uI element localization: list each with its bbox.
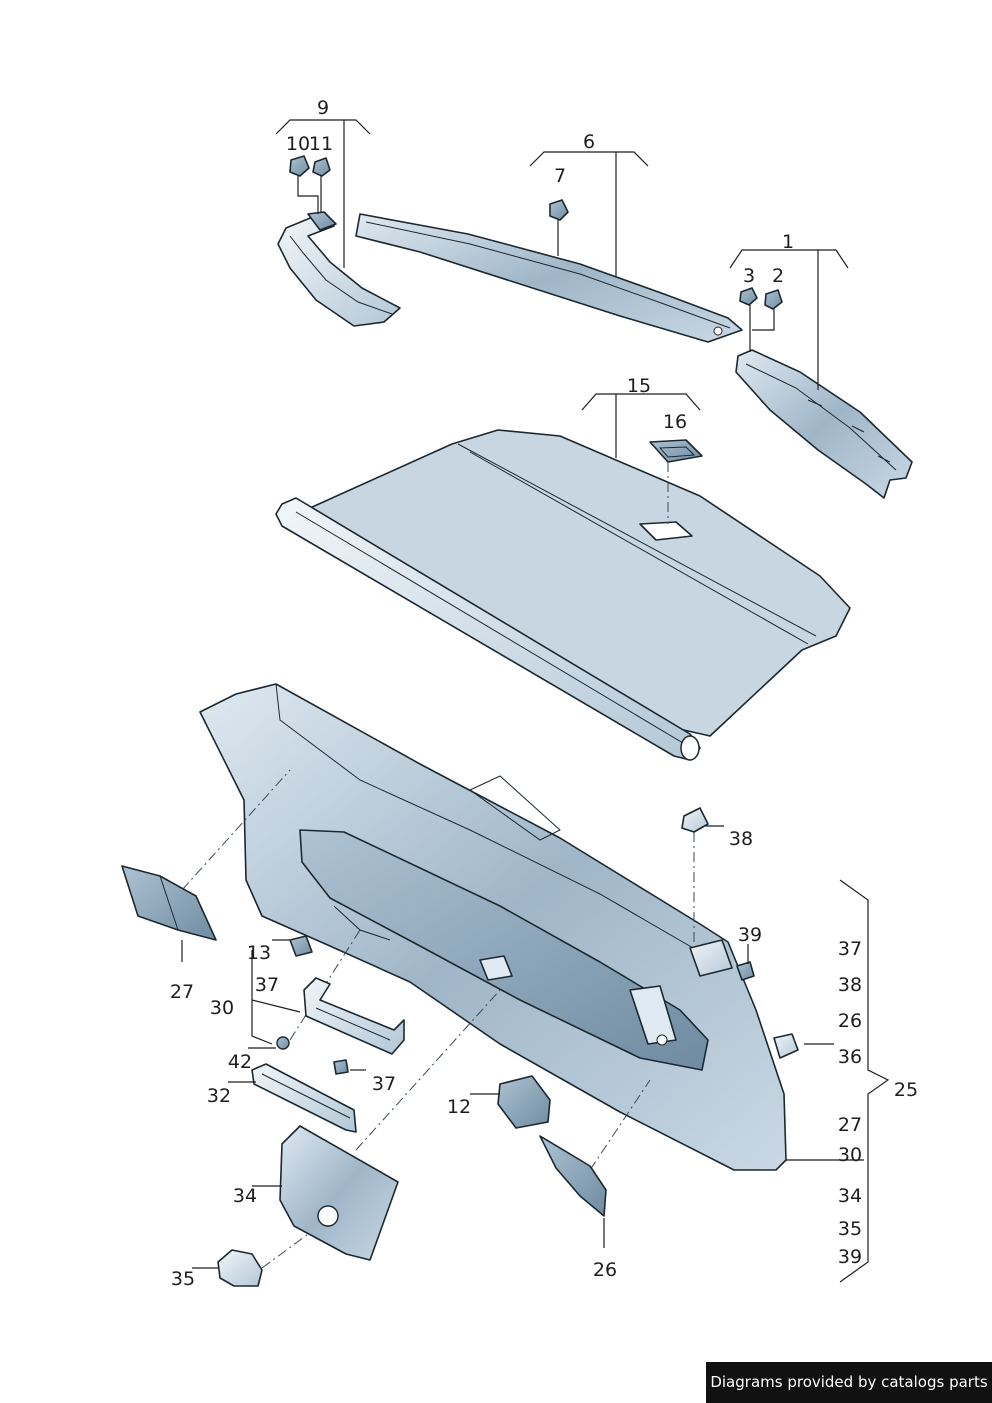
label-27: 27 [170, 981, 194, 1003]
trim-piece-27 [121, 865, 217, 941]
trim-cap-16 [649, 439, 703, 463]
clip-11-icon [312, 157, 331, 177]
label-35: 35 [171, 1268, 195, 1290]
label-38: 38 [729, 828, 753, 850]
group-25-item: 39 [838, 1246, 862, 1268]
label-30: 30 [210, 997, 234, 1019]
c-pillar-trim-left [277, 211, 401, 327]
group-25-item: 27 [838, 1114, 862, 1136]
group-25-item: 36 [838, 1046, 862, 1068]
connector-35-line [261, 1217, 331, 1269]
group-25-item: 37 [838, 938, 862, 960]
connector-34-line [355, 989, 501, 1151]
label-9: 9 [317, 97, 329, 119]
lamp-35 [217, 1249, 263, 1287]
connector-2-3-line [749, 305, 775, 352]
connector-26-line [589, 1079, 651, 1171]
clip-37-icon [333, 1059, 349, 1075]
clip-3-icon [739, 287, 758, 306]
label-37-a: 37 [255, 974, 279, 996]
label-10: 10 [286, 133, 310, 155]
credits-footer: Diagrams provided by catalogs parts [706, 1362, 992, 1403]
label-6: 6 [583, 131, 595, 153]
leader-lines [181, 119, 890, 1283]
label-34: 34 [233, 1185, 257, 1207]
luggage-cover [275, 429, 851, 761]
group-25-item: 34 [838, 1185, 862, 1207]
tailgate-trim-panel [199, 683, 787, 1171]
label-32: 32 [207, 1085, 231, 1107]
label-42: 42 [228, 1051, 252, 1073]
handle-12 [497, 1075, 551, 1129]
part-labels: 9 10 11 6 7 1 3 2 15 16 38 39 13 27 37 3… [170, 97, 918, 1290]
clip-13-icon [289, 935, 313, 957]
clip-38-icon [681, 807, 709, 833]
group-25-item: 35 [838, 1218, 862, 1240]
clip-2-icon [764, 289, 783, 310]
cover-34 [279, 1125, 399, 1261]
bracket-30 [303, 977, 405, 1055]
roof-trim-strip [355, 213, 743, 343]
group-25-item: 30 [838, 1144, 862, 1166]
label-1: 1 [782, 231, 794, 253]
connector-10-line [297, 176, 319, 214]
clip-10-icon [289, 155, 310, 177]
label-37-b: 37 [372, 1073, 396, 1095]
label-16: 16 [663, 411, 687, 433]
group-25-item: 38 [838, 974, 862, 996]
label-25: 25 [894, 1079, 918, 1101]
clip-7-icon [549, 199, 569, 221]
label-2: 2 [772, 265, 784, 287]
label-15: 15 [627, 375, 651, 397]
strip-32 [251, 1063, 357, 1133]
trim-piece-26 [539, 1135, 607, 1217]
label-3: 3 [743, 265, 755, 287]
group-25-list: 37 38 26 36 27 30 34 35 39 [838, 938, 862, 1268]
group-25-item: 26 [838, 1010, 862, 1032]
clip-39-icon [736, 961, 755, 981]
label-26-b: 26 [593, 1259, 617, 1281]
label-13: 13 [247, 942, 271, 964]
label-11: 11 [309, 133, 333, 155]
clip-42-icon [276, 1036, 290, 1050]
c-pillar-trim-right [735, 349, 913, 499]
connector-27-line [181, 769, 291, 891]
label-39: 39 [738, 924, 762, 946]
label-7: 7 [554, 165, 566, 187]
clip-36-icon [773, 1033, 799, 1059]
label-12: 12 [447, 1096, 471, 1118]
